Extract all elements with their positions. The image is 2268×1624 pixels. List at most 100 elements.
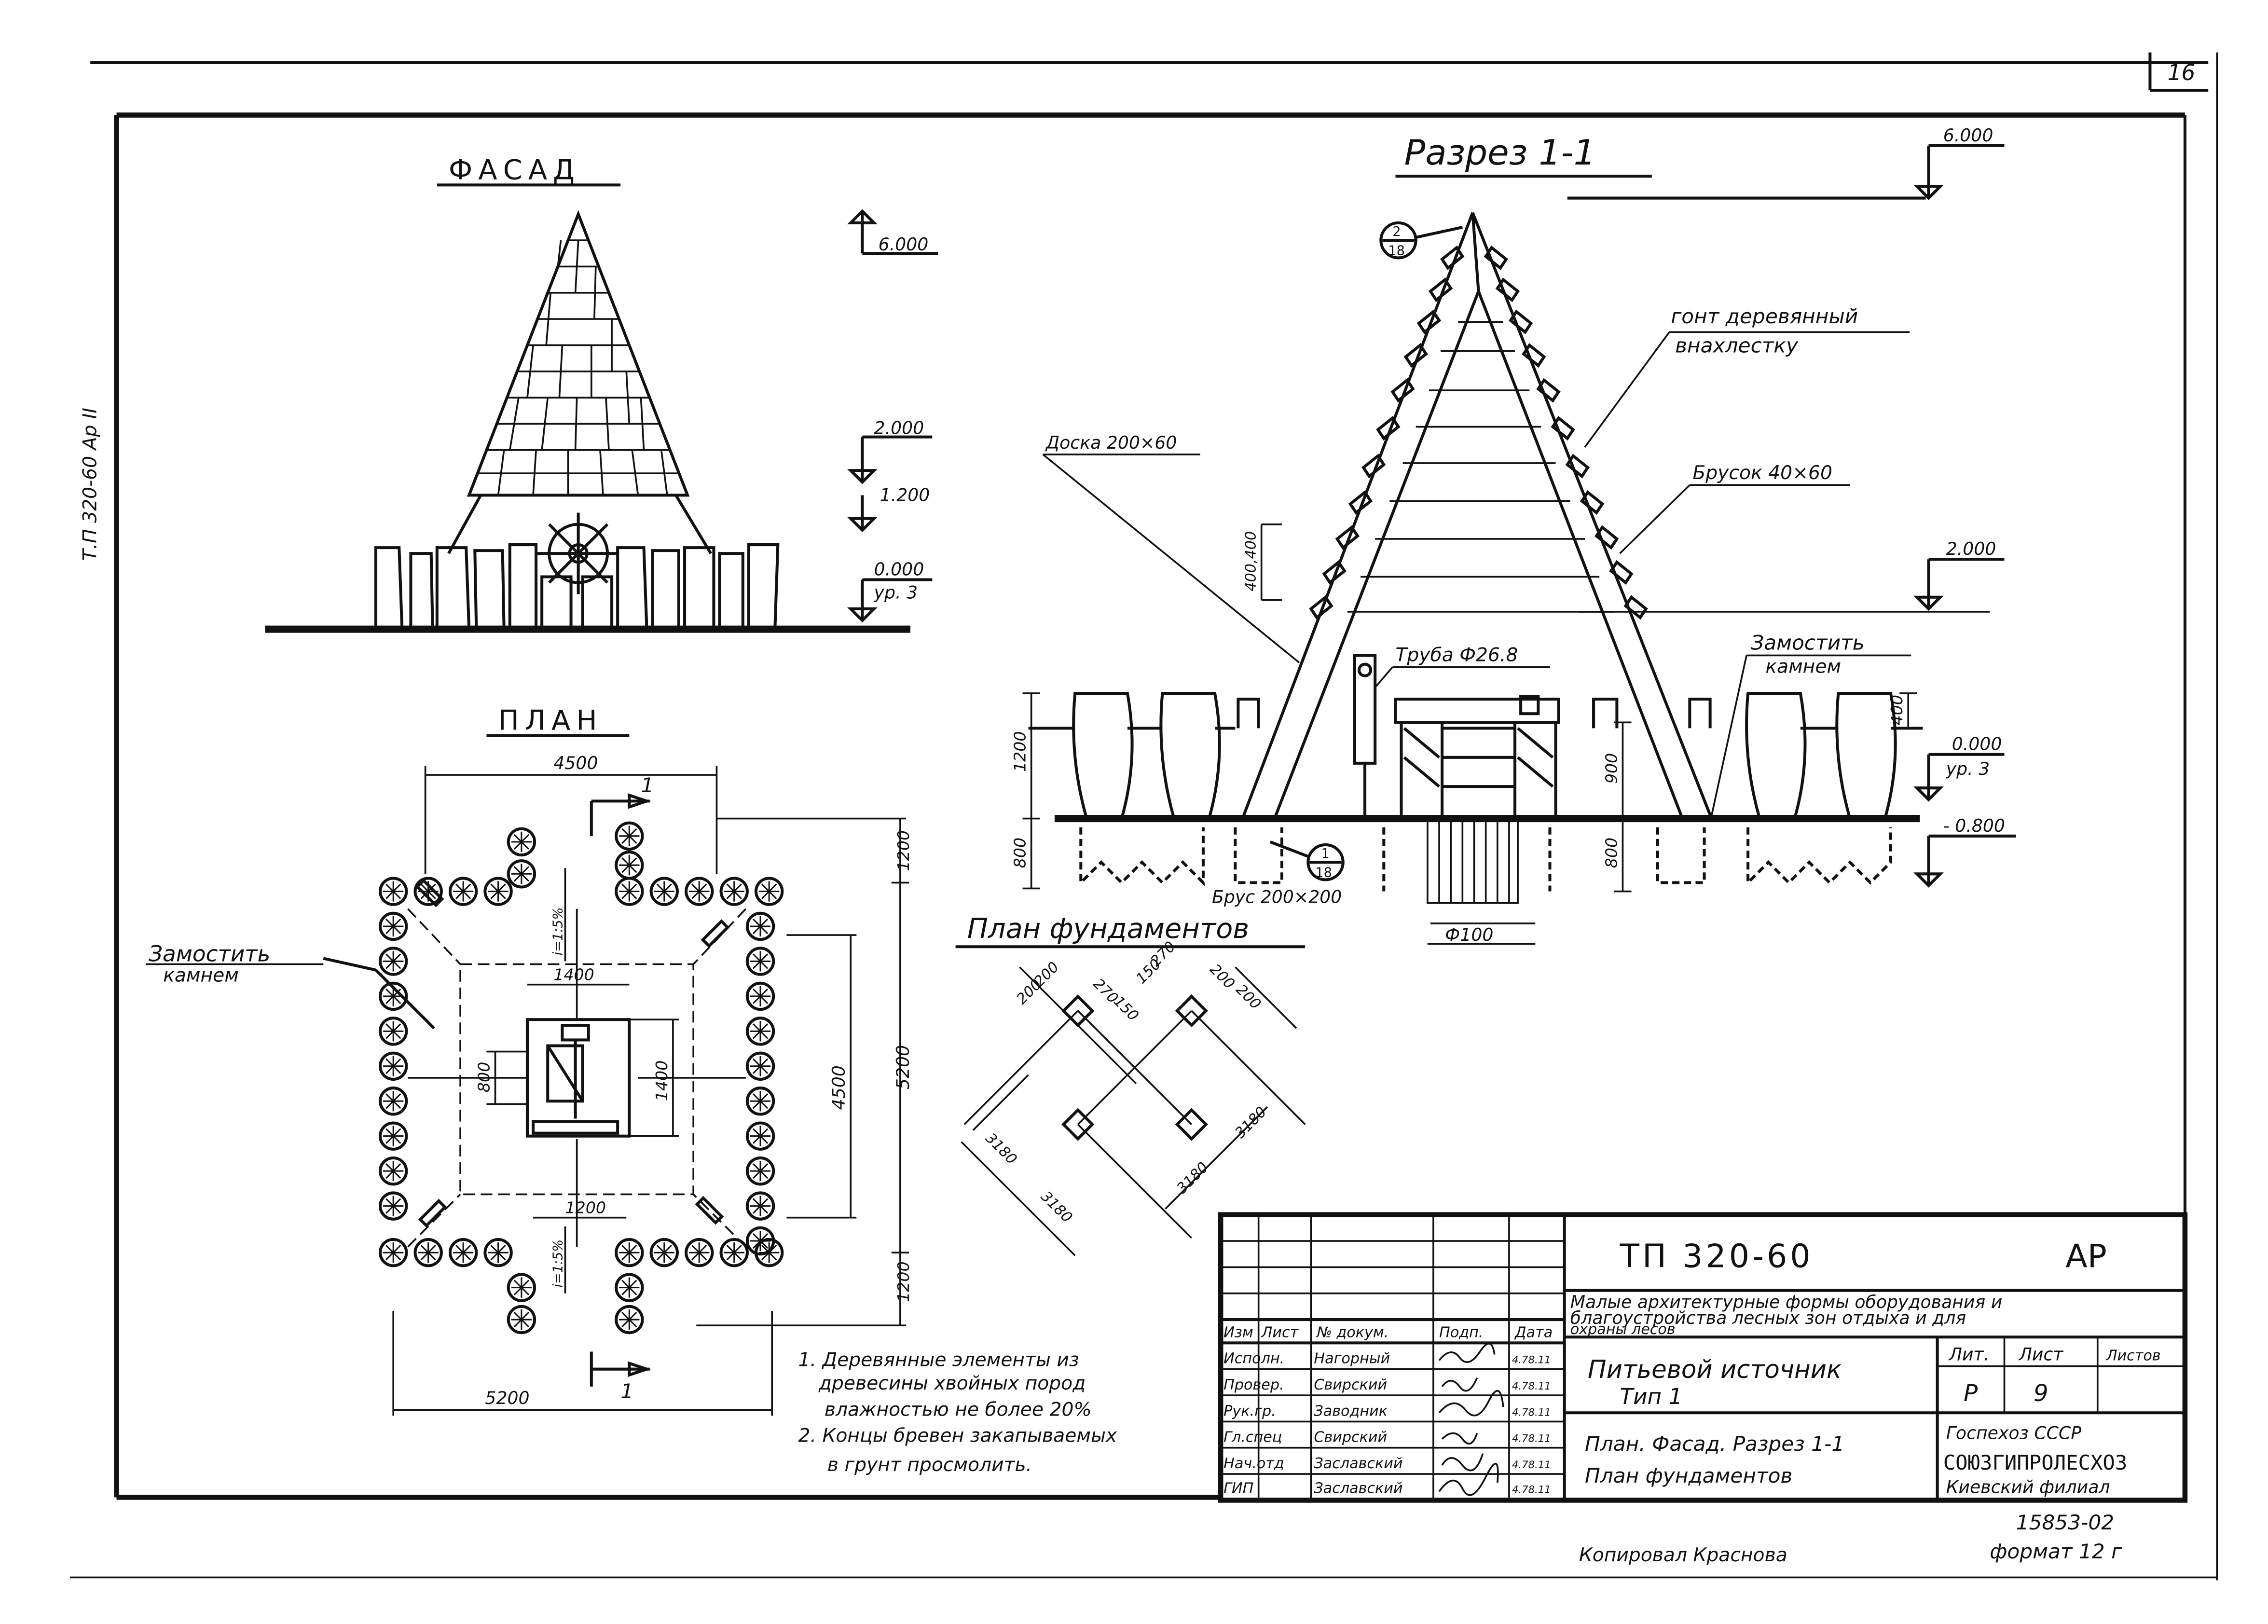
section-shingles xyxy=(1309,245,1648,620)
log-ring xyxy=(507,1273,536,1302)
tb-staff-rows: Исполн. Нагорный 4.78.11 Провер. Свирски… xyxy=(1223,1350,1551,1497)
log-ring xyxy=(745,1051,775,1081)
log-grain xyxy=(383,1126,404,1146)
log-grain xyxy=(418,1242,439,1263)
label-pipe: Труба Ф26.8 xyxy=(1395,645,1518,666)
log-grain xyxy=(383,1161,404,1182)
well-shaft xyxy=(1427,817,1536,924)
log-ring xyxy=(379,1017,408,1046)
plan-section-marks xyxy=(323,793,652,1387)
tb-date-3: 4.78.11 xyxy=(1512,1406,1551,1418)
section-level-2000: 2.000 xyxy=(1946,538,1996,559)
log-grain xyxy=(383,1091,404,1112)
plan-dim-top: 4500 xyxy=(553,753,598,773)
facade-level-2000: 2.000 xyxy=(874,418,924,439)
log-grain xyxy=(383,1196,404,1216)
log-ring xyxy=(379,1051,408,1081)
log-grain xyxy=(750,1091,771,1112)
tb-role-5: Нач.отд xyxy=(1223,1455,1284,1472)
log-ring xyxy=(685,1238,714,1267)
facade-level-6000: 6.000 xyxy=(879,234,929,255)
tb-role-4: Гл.спец xyxy=(1223,1429,1282,1446)
tb-name-4: Свирский xyxy=(1314,1429,1387,1446)
log-ring xyxy=(745,1156,775,1186)
tb-col-list: Лист xyxy=(1261,1324,1299,1341)
side-code: Т.П 320-60 Ар II xyxy=(79,408,101,561)
dim-400-400: 400,400 xyxy=(1243,531,1260,592)
tb-org-1: Госпехоз СССР xyxy=(1946,1423,2081,1444)
facade-view: ФАСАД xyxy=(265,153,938,633)
tb-col-sign: Подп. xyxy=(1439,1324,1483,1341)
plan-label-pave2: камнем xyxy=(163,965,239,987)
log-ring xyxy=(379,911,408,941)
log-ring xyxy=(745,1017,775,1046)
log-grain xyxy=(488,1242,509,1263)
log-grain xyxy=(383,916,404,937)
callout-2-18 xyxy=(1379,221,1463,260)
log-ring xyxy=(685,877,714,906)
tb-content-1: План. Фасад. Разрез 1-1 xyxy=(1585,1432,1844,1456)
dim-400: 400 xyxy=(1887,695,1906,725)
log-ring xyxy=(379,877,408,906)
log-ring xyxy=(379,1087,408,1116)
log-grain xyxy=(759,881,780,902)
log-ring xyxy=(745,1087,775,1116)
note-line-4: 2. Концы бревен закапываемых xyxy=(798,1425,1117,1447)
fnd-dim-7: 200 xyxy=(1206,961,1238,992)
log-ring xyxy=(745,981,775,1011)
sheet-number: 16 xyxy=(2168,60,2196,85)
tb-name-6: Заславский xyxy=(1314,1480,1402,1497)
tb-stage: АР xyxy=(2065,1237,2106,1275)
log-grain xyxy=(750,1126,771,1146)
label-beam: Брус 200×200 xyxy=(1212,887,1342,908)
log-ring xyxy=(719,877,749,906)
tb-name-2: Свирский xyxy=(1314,1376,1387,1393)
tb-date-5: 4.78.11 xyxy=(1512,1459,1551,1471)
plan-title: ПЛАН xyxy=(498,704,603,736)
tb-role-6: ГИП xyxy=(1223,1480,1253,1497)
tb-project-3: охраны лесов xyxy=(1570,1321,1676,1338)
facade-level-1200: 1.200 xyxy=(880,484,930,505)
section-dim-lines xyxy=(1022,523,1917,945)
tb-date-1: 4.78.11 xyxy=(1512,1354,1551,1366)
log-ring xyxy=(448,1238,478,1267)
log-ring xyxy=(615,1238,644,1267)
log-ring xyxy=(413,1238,443,1267)
tb-project-1: Малые архитектурные формы оборудования и xyxy=(1570,1292,2003,1312)
facade-level-0000: 0.000 xyxy=(874,559,924,579)
log-ring xyxy=(379,1191,408,1221)
plan-dim-1200-bot: 1200 xyxy=(894,1261,913,1302)
log-grain xyxy=(511,831,532,853)
log-grain xyxy=(750,1021,771,1042)
foundation-plan: План фундаментов 200 200 270 150 150 270… xyxy=(955,912,1306,1256)
log-grain xyxy=(619,855,640,876)
log-ring xyxy=(745,1121,775,1151)
tb-name-5: Заславский xyxy=(1314,1455,1402,1472)
log-grain xyxy=(383,881,404,902)
log-grain xyxy=(383,1242,404,1263)
log-grain xyxy=(619,881,640,902)
log-ring xyxy=(379,947,408,976)
plan-dim-1400v: 1400 xyxy=(652,1060,671,1101)
note-line-1: 1. Деревянные элементы из xyxy=(798,1349,1079,1371)
title-block xyxy=(1218,1212,2188,1503)
log-ring xyxy=(745,911,775,941)
section-level-ur3: ур. 3 xyxy=(1946,758,1990,779)
tb-name-1: Нагорный xyxy=(1314,1350,1390,1367)
label-shingle: гонт деревянный xyxy=(1671,304,1858,328)
label-bar: Брусок 40×60 xyxy=(1692,462,1832,484)
fnd-dim-9: 3180 xyxy=(982,1130,1020,1168)
tb-col-izm: Изм xyxy=(1223,1324,1253,1341)
plan-dim-1200: 1200 xyxy=(565,1198,605,1217)
tb-date-2: 4.78.11 xyxy=(1512,1380,1551,1392)
log-grain xyxy=(654,881,674,902)
plan-dim-800: 800 xyxy=(474,1062,493,1092)
label-pave: Замостить xyxy=(1751,631,1865,654)
log-grain xyxy=(759,1242,780,1263)
log-ring xyxy=(719,1238,749,1267)
log-grain xyxy=(418,881,439,902)
copied-by: Копировал Краснова xyxy=(1579,1544,1787,1566)
log-ring xyxy=(507,859,536,889)
log-ring xyxy=(615,1273,644,1302)
tb-role-1: Исполн. xyxy=(1223,1350,1284,1367)
